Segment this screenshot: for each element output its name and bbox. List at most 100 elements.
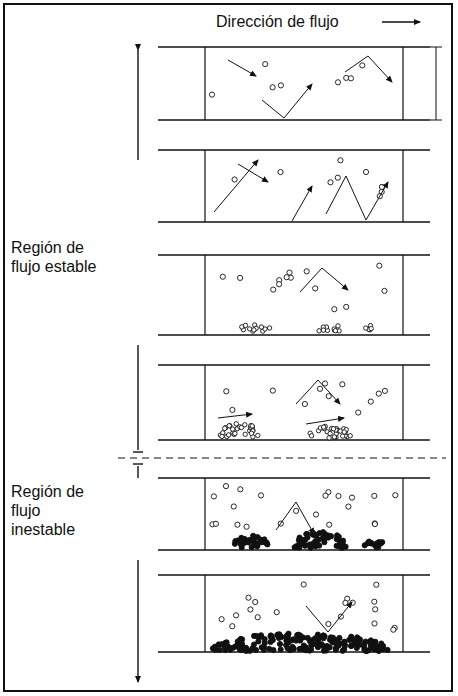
particle xyxy=(220,274,225,279)
deposited-particle xyxy=(309,434,313,438)
channel-panels xyxy=(158,47,430,652)
particle xyxy=(278,83,283,88)
particle xyxy=(246,595,251,600)
particle xyxy=(223,484,228,489)
channel-side xyxy=(402,150,403,222)
deposited-particle xyxy=(349,643,354,648)
particle xyxy=(224,389,229,394)
deposited-particle xyxy=(307,542,312,547)
particle xyxy=(323,493,328,498)
particle xyxy=(372,621,377,626)
particle xyxy=(248,607,253,612)
deposited-particle xyxy=(256,433,260,437)
deposited-particle xyxy=(296,632,301,637)
deposited-particle xyxy=(320,643,325,648)
deposited-particle xyxy=(332,435,336,439)
region-label: Región de flujo inestable xyxy=(10,482,100,539)
particle xyxy=(238,275,243,280)
deposited-particle xyxy=(277,641,282,646)
deposited-particle xyxy=(251,642,256,647)
particle xyxy=(340,382,345,387)
deposited-particle xyxy=(321,648,326,653)
deposited-particle xyxy=(312,636,317,641)
deposited-particle xyxy=(243,323,247,327)
particle xyxy=(263,62,268,67)
deposited-particle xyxy=(349,634,354,639)
deposited-particle xyxy=(285,646,290,651)
particle xyxy=(349,495,354,500)
particle xyxy=(372,599,377,604)
deposited-particle xyxy=(317,329,321,333)
trajectory-arrow xyxy=(238,164,268,182)
particle xyxy=(230,407,235,412)
trajectory-arrow xyxy=(214,160,258,212)
channel-side xyxy=(204,478,205,550)
deposited-particle xyxy=(285,635,290,640)
channel-wall xyxy=(158,477,430,478)
deposited-particle xyxy=(238,645,243,650)
trajectory-arrow xyxy=(228,60,256,76)
deposited-particle xyxy=(336,324,340,328)
channel-wall xyxy=(158,149,430,150)
deposited-particle xyxy=(327,436,331,440)
particle xyxy=(313,512,318,517)
particle xyxy=(335,175,340,180)
particle xyxy=(327,522,332,527)
deposited-particle xyxy=(250,424,254,428)
particle xyxy=(343,600,348,605)
deposited-particle xyxy=(267,646,272,651)
deposited-particle xyxy=(220,642,225,647)
deposited-particle xyxy=(297,535,302,540)
particle xyxy=(278,170,283,175)
flow-arrow xyxy=(378,21,420,22)
deposited-particle xyxy=(328,635,333,640)
deposited-particle xyxy=(341,538,346,543)
deposited-particle xyxy=(342,639,347,644)
deposited-particle xyxy=(227,433,231,437)
deposited-particle xyxy=(253,647,258,652)
deposited-particle xyxy=(314,533,319,538)
deposited-particle xyxy=(336,643,341,648)
channel-side xyxy=(204,150,205,222)
particle xyxy=(356,410,361,415)
deposited-particle xyxy=(248,327,252,331)
particle xyxy=(255,615,260,620)
particle xyxy=(335,80,340,85)
particle xyxy=(374,582,379,587)
deposited-particle xyxy=(291,646,296,651)
deposited-particle xyxy=(251,542,256,547)
deposited-particle xyxy=(259,540,264,545)
channel-wall xyxy=(158,334,430,335)
particle xyxy=(391,627,396,632)
particle xyxy=(270,85,275,90)
particle xyxy=(271,287,276,292)
particle xyxy=(373,607,378,612)
deposited-particle xyxy=(220,434,224,438)
trajectory-arrow xyxy=(345,56,392,82)
deposited-particle xyxy=(362,543,367,548)
particle xyxy=(219,617,224,622)
particle xyxy=(372,493,377,498)
deposited-particle xyxy=(269,633,274,638)
deposited-particle xyxy=(321,530,326,535)
deposited-particle xyxy=(267,326,271,330)
channel-side xyxy=(402,255,403,335)
deposited-particle xyxy=(278,647,283,652)
deposited-particle xyxy=(249,431,253,435)
deposited-particle xyxy=(339,545,344,550)
deposited-particle xyxy=(328,431,332,435)
particle xyxy=(213,521,218,526)
deposited-particle xyxy=(327,645,332,650)
region-label: Región de flujo estable xyxy=(10,238,100,276)
deposited-particle xyxy=(233,431,237,435)
particle xyxy=(274,610,279,615)
deposited-particle xyxy=(368,638,373,643)
flow-direction-label: Dirección de flujo xyxy=(215,12,382,31)
particle xyxy=(270,388,275,393)
particle xyxy=(253,599,258,604)
channel-wall xyxy=(158,364,430,365)
deposited-particle xyxy=(275,633,280,638)
deposited-particle xyxy=(366,539,371,544)
particle xyxy=(393,493,398,498)
